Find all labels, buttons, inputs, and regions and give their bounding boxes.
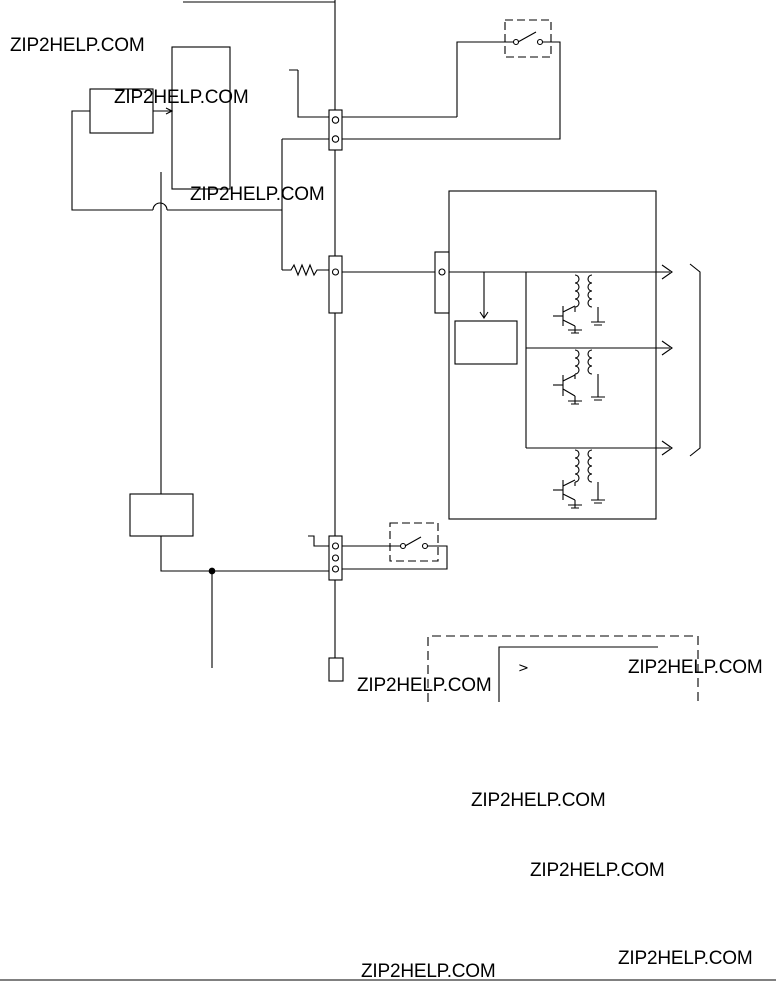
connector-2-pin: [328, 109, 343, 151]
control-panel-box: [448, 190, 657, 520]
lower-left-wire: [160, 536, 329, 572]
watermark: ZIP2HELP.COM: [361, 961, 496, 982]
output-arrow-3: [661, 440, 673, 456]
panel-inner-module: [454, 320, 518, 365]
ground-stub-top: [289, 69, 329, 118]
switch-bottom: [342, 522, 448, 570]
panel-connector: [434, 251, 450, 314]
coil-driver-3: [553, 449, 605, 509]
output-bracket: [689, 263, 701, 457]
watermark: ZIP2HELP.COM: [190, 184, 325, 205]
watermark: ZIP2HELP.COM: [471, 790, 606, 811]
switch-top-right: [342, 19, 561, 140]
watermark: ZIP2HELP.COM: [357, 675, 492, 696]
lower-left-module: [129, 493, 194, 537]
arrow-glyph: >: [518, 661, 529, 676]
coil-driver-1: [553, 274, 605, 334]
connector-mid: [328, 255, 343, 314]
watermark: ZIP2HELP.COM: [628, 657, 763, 678]
watermark: ZIP2HELP.COM: [530, 860, 665, 881]
left-sensor-circuit: [71, 46, 329, 270]
watermark: ZIP2HELP.COM: [10, 35, 145, 56]
connector-3-pin: [328, 535, 343, 581]
coil-driver-2: [553, 349, 605, 405]
dashed-component-box: [427, 635, 699, 702]
resistor-symbol: [282, 263, 329, 277]
watermark: ZIP2HELP.COM: [618, 948, 753, 969]
bottom-connector: [328, 657, 344, 682]
output-arrow-2: [661, 340, 673, 356]
output-arrow-1: [661, 264, 673, 280]
module-box: [171, 46, 231, 190]
watermark: ZIP2HELP.COM: [114, 87, 249, 108]
ground-stub-bottom: [308, 535, 329, 547]
